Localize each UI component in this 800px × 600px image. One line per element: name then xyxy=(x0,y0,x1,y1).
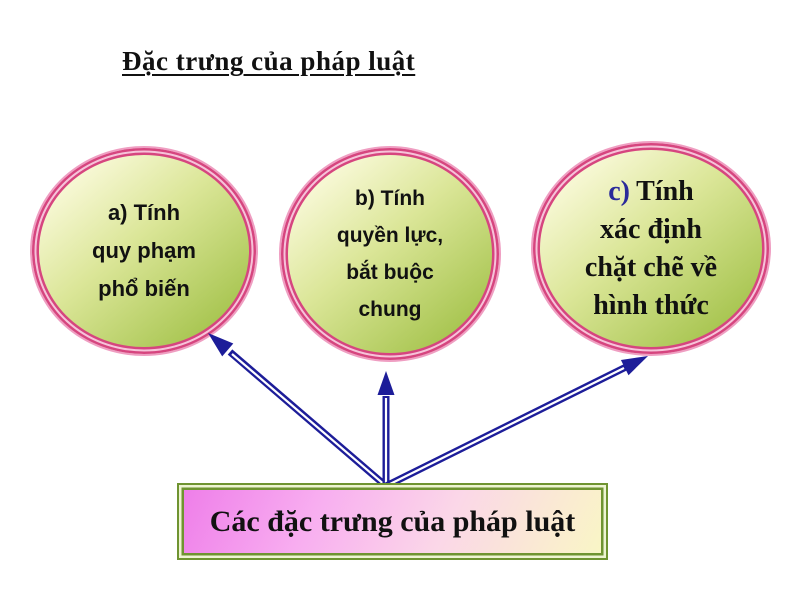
circle-c-line: xác định xyxy=(600,213,702,245)
circle-a-line: quy phạm xyxy=(92,238,196,263)
circle-a-line: a) Tính xyxy=(107,200,181,225)
circle-b-line: b) Tính xyxy=(355,187,425,210)
circle-b: b) Tính quyền lực, bắt buộc chung xyxy=(279,146,501,362)
circle-a: a) Tính quy phạm phổ biến xyxy=(30,146,258,356)
circle-c-prefix: c) xyxy=(608,175,630,207)
summary-box: Các đặc trưng của pháp luật xyxy=(177,483,608,560)
circle-c-line-rest: Tính xyxy=(636,175,694,207)
circle-b-line: bắt buộc xyxy=(346,261,434,284)
circle-c-line: chặt chẽ về xyxy=(584,251,718,283)
circle-c: c)Tính xác định chặt chẽ về hình thức xyxy=(531,141,771,356)
circle-b-line: quyền lực, xyxy=(336,224,444,247)
circle-c-line: hình thức xyxy=(593,289,709,321)
summary-box-label: Các đặc trưng của pháp luật xyxy=(209,504,576,538)
arrow-to-circle-b-icon xyxy=(377,371,395,486)
circle-a-line: phổ biến xyxy=(98,276,190,301)
circle-b-line: chung xyxy=(358,298,422,321)
circle-c-line: c)Tính xyxy=(608,173,694,211)
page-title: Đặc trưng của pháp luật xyxy=(122,46,416,76)
arrow-to-circle-c-icon xyxy=(384,356,648,490)
